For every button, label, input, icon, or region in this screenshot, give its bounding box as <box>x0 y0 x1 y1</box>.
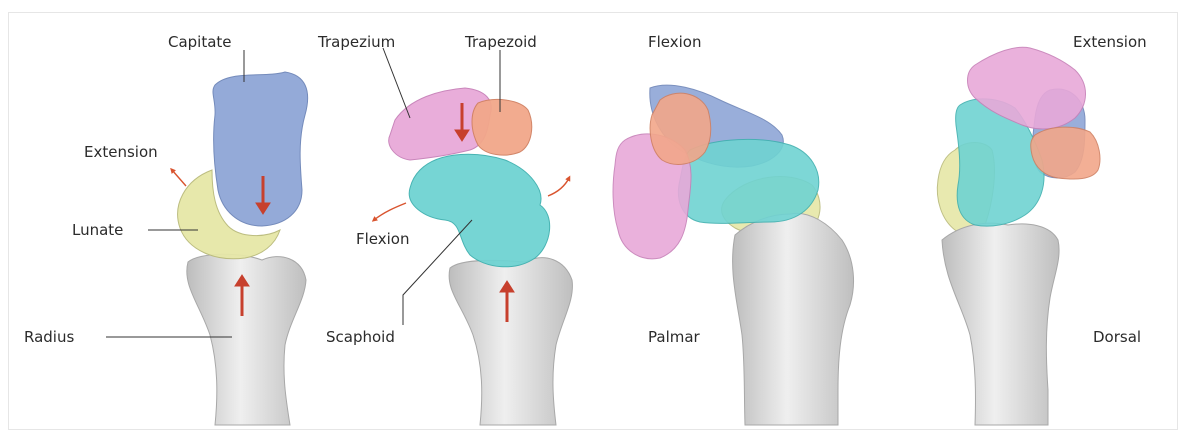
label-trapezoid: Trapezoid <box>464 33 537 51</box>
label-capitate: Capitate <box>168 33 232 51</box>
panel-4 <box>937 47 1100 425</box>
label-radius: Radius <box>24 328 74 346</box>
extension-arrow-1 <box>172 170 186 186</box>
radius-bone-4 <box>942 223 1059 425</box>
radius-bone-3 <box>733 213 854 425</box>
panel-3 <box>613 85 854 425</box>
extension-arrow-2 <box>548 178 569 196</box>
label-flexion-panel2: Flexion <box>356 230 410 248</box>
label-dorsal: Dorsal <box>1093 328 1141 346</box>
label-extension-panel1: Extension <box>84 143 158 161</box>
label-flexion-panel3: Flexion <box>648 33 702 51</box>
radius-bone-2 <box>449 258 572 425</box>
label-trapezium: Trapezium <box>317 33 395 51</box>
scaphoid-bone-2 <box>409 154 549 267</box>
label-extension-panel4: Extension <box>1073 33 1147 51</box>
label-scaphoid: Scaphoid <box>326 328 395 346</box>
trapezoid-bone-2 <box>472 99 532 155</box>
panel-1 <box>106 50 308 425</box>
label-lunate: Lunate <box>72 221 123 239</box>
flexion-arrow-2 <box>374 203 406 220</box>
label-palmar: Palmar <box>648 328 701 346</box>
radius-bone-1 <box>187 254 306 425</box>
trapezoid-bone-3 <box>650 93 711 164</box>
leader-trapezium <box>383 48 410 118</box>
